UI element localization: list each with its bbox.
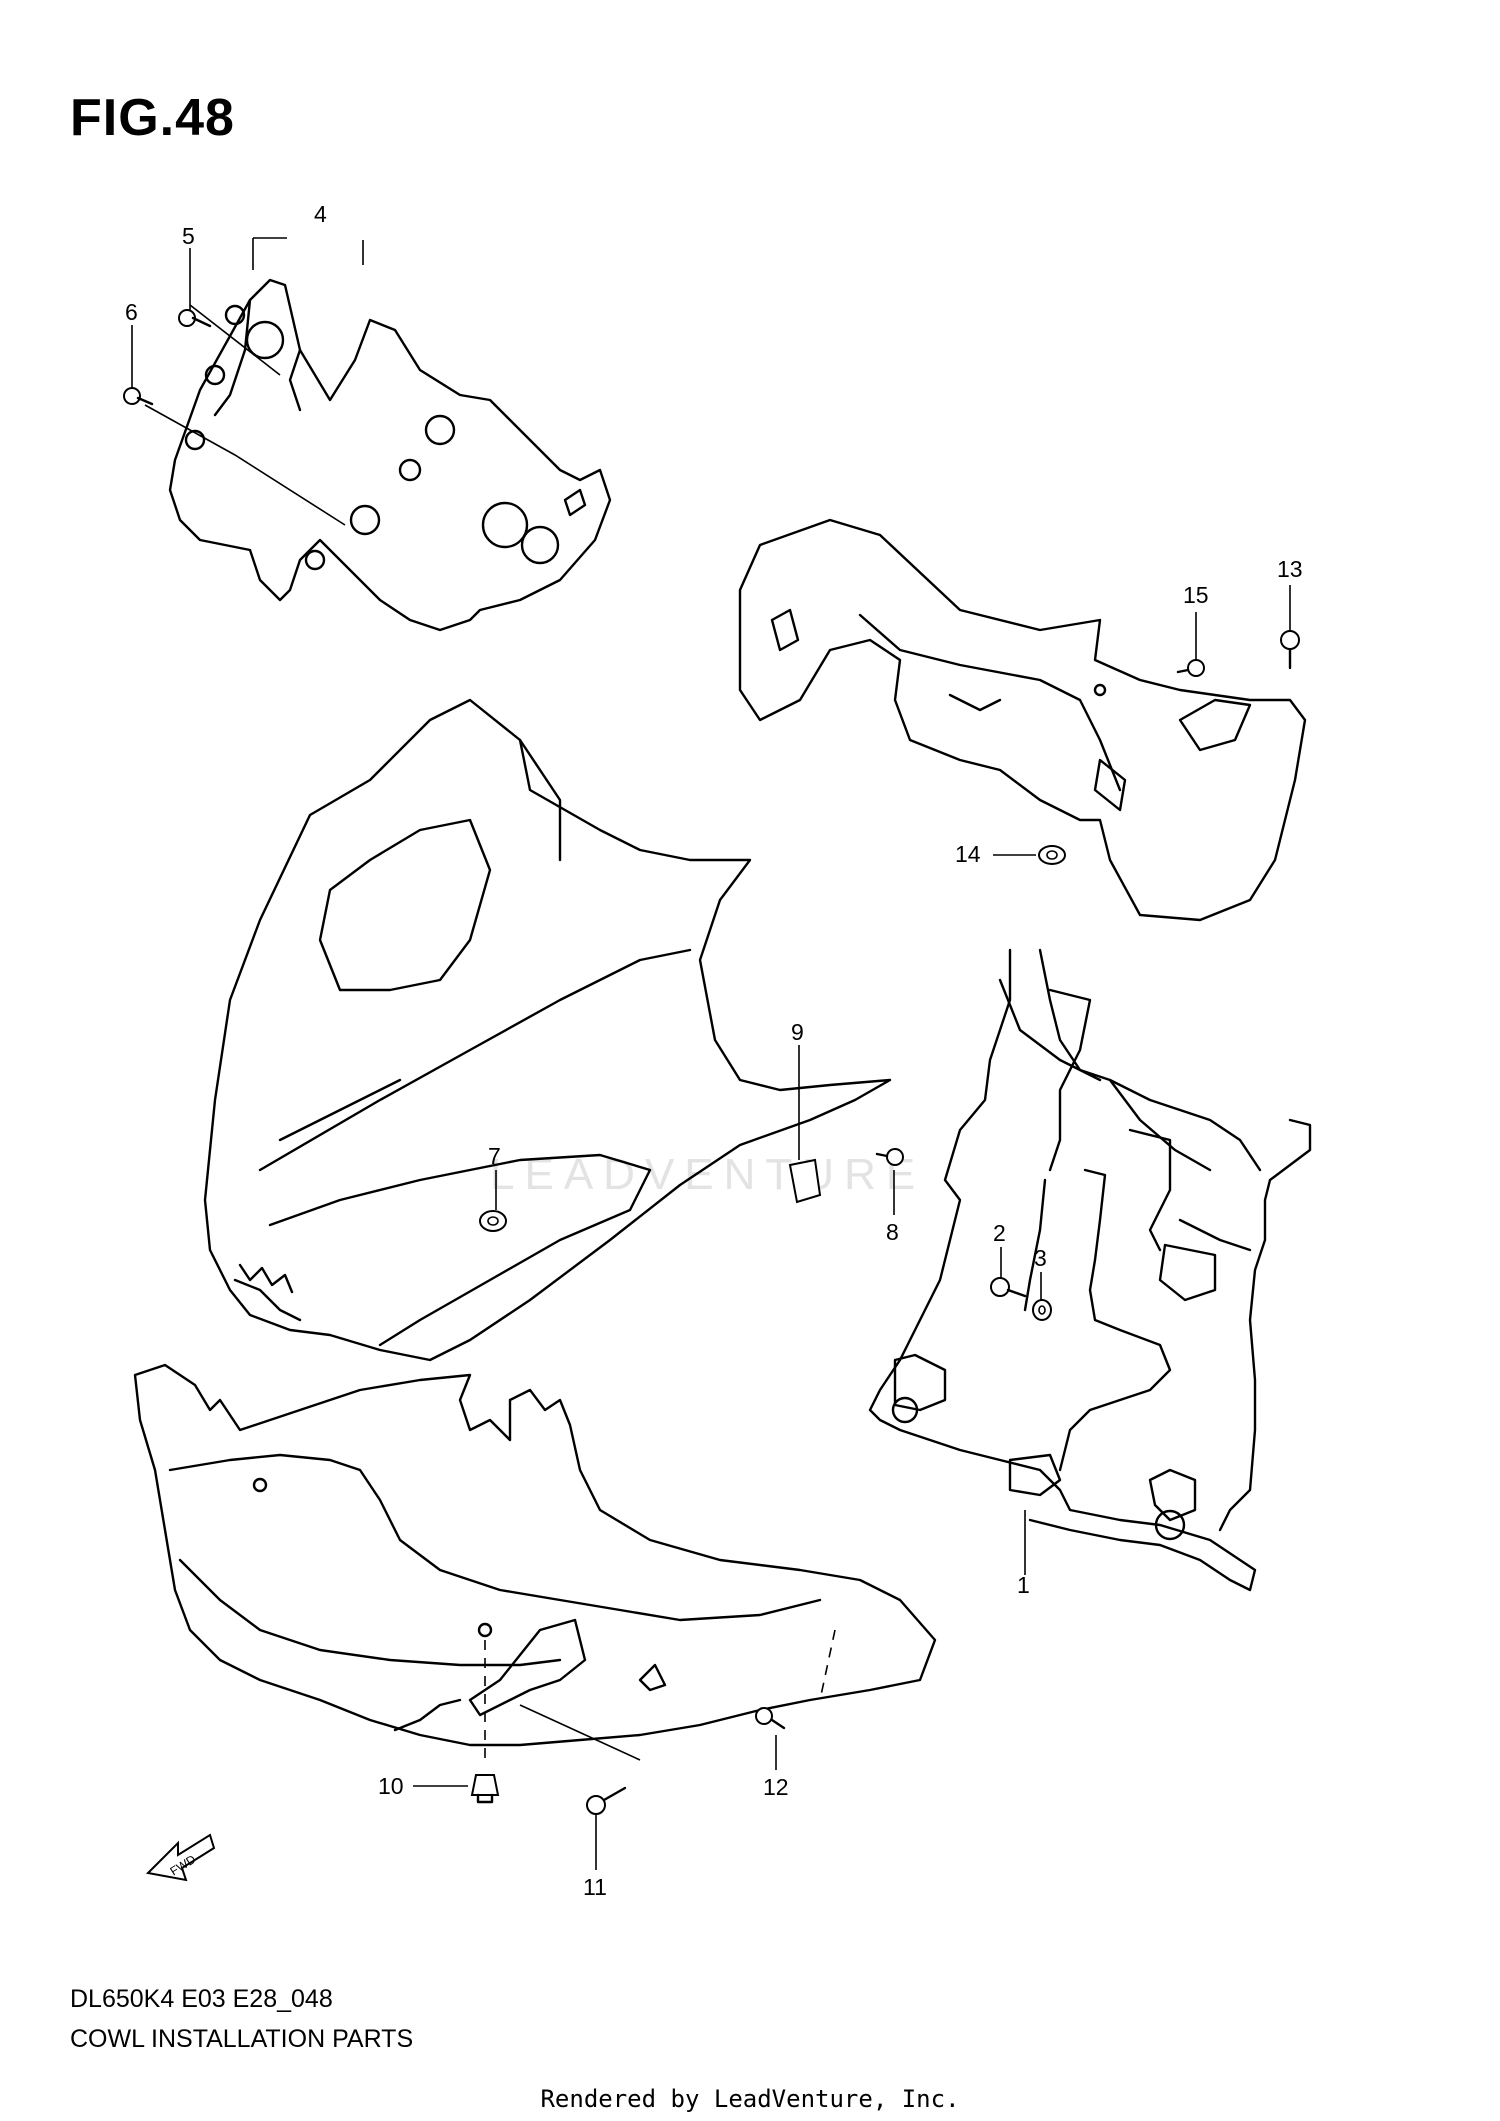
callout-2: 2 [993,1220,1006,1246]
callout-14: 14 [955,841,981,867]
part-3-washer [1032,1299,1052,1321]
callout-12: 12 [763,1774,789,1800]
part-1-frame-bracket [868,948,1312,1592]
figure-title: FIG.48 [70,89,235,147]
part-2-bolt [990,1277,1027,1298]
callout-7: 7 [488,1143,501,1169]
part-6-bolt [123,387,154,406]
part-13-screw [1280,630,1300,670]
callout-4: 4 [314,201,327,227]
callout-3: 3 [1034,1245,1047,1271]
callout-6: 6 [125,299,138,325]
part-inner-cowl-panel [738,518,1307,922]
callout-11: 11 [583,1874,607,1900]
callout-13: 13 [1277,556,1303,582]
callout-9: 9 [791,1019,804,1045]
part-15-clip [1176,659,1205,677]
rendered-by-credit: Rendered by LeadVenture, Inc. [540,2085,960,2113]
part-7-grommet [479,1210,507,1232]
part-upper-cowl [203,698,892,1362]
callout-1: 1 [1017,1572,1030,1598]
diagram-name: COWL INSTALLATION PARTS [70,2025,414,2053]
diagram-code: DL650K4 E03 E28_048 [70,1985,333,2013]
callout-10: 10 [378,1773,404,1799]
part-5-bolt [178,309,212,328]
callout-5: 5 [182,223,195,249]
part-12-clip [755,1707,786,1730]
fwd-arrow-icon: FWD [145,1833,216,1882]
part-14-grommet [1038,845,1066,865]
part-lower-cowl [133,1363,937,1761]
part-10-clip [470,1774,500,1804]
part-9-clip [788,1158,822,1204]
callout-15: 15 [1183,582,1209,608]
part-8-screw [875,1148,904,1166]
callout-8: 8 [886,1219,899,1245]
part-11-screw [586,1786,627,1815]
part-4-upper-bracket [144,278,612,632]
callout-leaders [131,237,1291,1870]
